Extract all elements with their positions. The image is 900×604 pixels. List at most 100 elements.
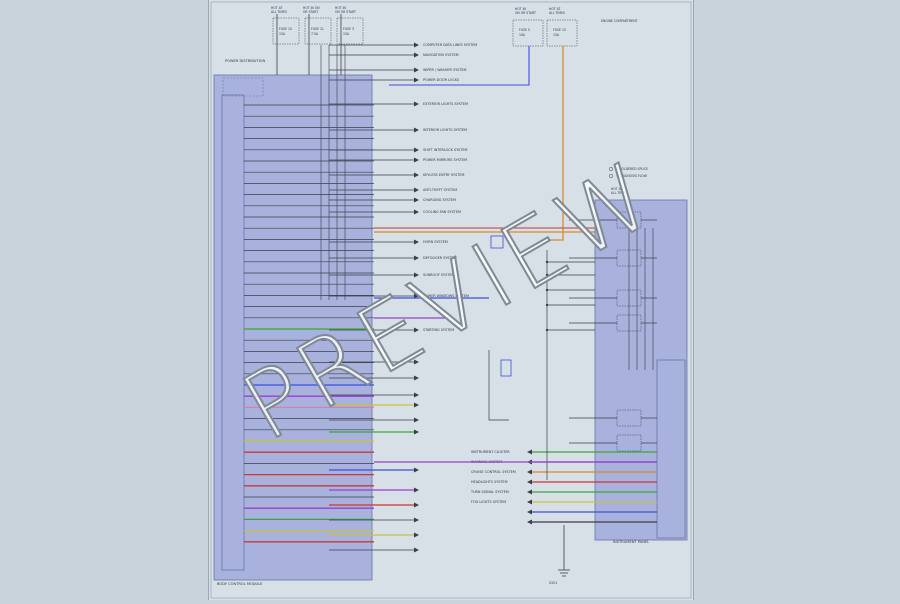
legend-marker xyxy=(608,173,614,179)
destination-arrow xyxy=(414,127,419,133)
destination-arrow xyxy=(414,517,419,523)
panel-output-arrow xyxy=(527,479,532,485)
right-fuse-sub: ON OR START xyxy=(515,11,536,15)
fuse-block-box xyxy=(336,17,364,45)
fuse-block-box xyxy=(304,17,332,45)
destination-arrow xyxy=(414,77,419,83)
destination-arrow xyxy=(414,239,419,245)
fuse-amps: 15A xyxy=(279,32,286,36)
right-destination-label: INSTRUMENT CLUSTER xyxy=(471,450,510,454)
right-fuse-sub: ALL TIMES xyxy=(549,11,565,15)
wiring-diagram-sheet: POWER DISTRIBUTION BODY CONTROL MODULE HOT… xyxy=(208,0,694,600)
legend-label: = SOLDERED SPLICE xyxy=(616,167,648,171)
right-destination-label: TURN SIGNAL SYSTEM xyxy=(470,490,509,494)
destination-arrow xyxy=(414,429,419,435)
destination-label: POWER DOOR LOCKS xyxy=(423,78,459,82)
legend-marker xyxy=(608,166,614,172)
destination-label: INTERIOR LIGHTS SYSTEM xyxy=(423,128,467,132)
right-connector-strip xyxy=(656,359,686,539)
destination-arrow xyxy=(414,172,419,178)
panel-output-arrow xyxy=(527,509,532,515)
destination-arrow xyxy=(414,359,419,365)
destination-arrow xyxy=(414,67,419,73)
destination-arrow xyxy=(414,293,419,299)
destination-arrow xyxy=(414,187,419,193)
right-fuse-title: HOT IN xyxy=(515,7,527,11)
destination-arrow xyxy=(414,502,419,508)
destination-label: ANTI-THEFT SYSTEM xyxy=(423,188,457,192)
fuse-block-title: HOT IN ON xyxy=(303,6,320,10)
right-destination-label: FOG LIGHTS SYSTEM xyxy=(471,500,506,504)
destination-label: POWER MIRRORS SYSTEM xyxy=(423,158,467,162)
sheet-border xyxy=(210,1,692,599)
right-module-bottom-label: INSTRUMENT PANEL xyxy=(613,540,649,544)
destination-arrow xyxy=(414,327,419,333)
destination-arrow xyxy=(414,547,419,553)
destination-arrow xyxy=(414,157,419,163)
destination-label: COMPUTER DATA LINES SYSTEM xyxy=(423,43,477,47)
switch-wire xyxy=(488,350,509,421)
destination-arrow xyxy=(414,52,419,58)
destination-label: CHARGING SYSTEM xyxy=(423,198,456,202)
panel-output-arrow xyxy=(527,449,532,455)
wiring-diagram: POWER DISTRIBUTION BODY CONTROL MODULE HOT… xyxy=(210,1,692,599)
right-fuse-amps: 10A xyxy=(519,33,526,37)
relay-box xyxy=(490,235,504,249)
orange-feed-wire xyxy=(549,46,564,241)
destination-arrow xyxy=(414,487,419,493)
fuse-block-sub: ON OR START xyxy=(335,10,356,14)
destination-arrow xyxy=(414,101,419,107)
right-fuse-title: HOT AT xyxy=(549,7,561,11)
blue-feed-wire xyxy=(389,46,530,86)
top-right-box-label: ENGINE COMPARTMENT xyxy=(601,19,638,23)
fuse-block-title: HOT AT xyxy=(271,6,283,10)
destination-label: STARTING SYSTEM xyxy=(423,328,454,332)
destination-label: SUNROOF SYSTEM xyxy=(423,273,454,277)
left-module-header xyxy=(222,77,264,97)
fuse-label: FUSE 11 xyxy=(311,27,324,31)
destination-arrow xyxy=(414,147,419,153)
right-destination-label: HEADLIGHTS SYSTEM xyxy=(471,480,508,484)
panel-output-arrow xyxy=(527,519,532,525)
destination-arrow xyxy=(414,417,419,423)
fuse-block-sub: ALL TIMES xyxy=(271,10,287,14)
left-module-bottom-label: BODY CONTROL MODULE xyxy=(217,582,263,586)
panel-output-arrow xyxy=(527,469,532,475)
fuse-amps: 15A xyxy=(343,32,350,36)
right-fuse-box xyxy=(546,19,578,47)
destination-arrow xyxy=(414,467,419,473)
switch-box xyxy=(500,359,512,377)
destination-arrow xyxy=(414,209,419,215)
destination-label: WIPER / WASHER SYSTEM xyxy=(423,68,467,72)
destination-label: KEYLESS ENTRY SYSTEM xyxy=(423,173,464,177)
right-fuse-box xyxy=(512,19,544,47)
destination-arrow xyxy=(414,42,419,48)
fuse-block-sub: OR START xyxy=(303,10,318,14)
destination-arrow xyxy=(414,402,419,408)
fuse-label: FUSE 3 xyxy=(343,27,354,31)
destination-label: HORN SYSTEM xyxy=(423,240,448,244)
destination-arrow xyxy=(414,375,419,381)
panel-output-arrow xyxy=(527,499,532,505)
destination-label: POWER WINDOWS SYSTEM xyxy=(423,294,469,298)
right-fuse-label: FUSE 15 xyxy=(553,28,566,32)
right-fuse-amps: 15A xyxy=(553,33,560,37)
left-module-label: POWER DISTRIBUTION xyxy=(225,59,265,63)
destination-label: DEFOGGER SYSTEM xyxy=(423,256,457,260)
destination-label: NAVIGATION SYSTEM xyxy=(423,53,459,57)
right-fuse-label: FUSE 5 xyxy=(519,28,530,32)
destination-arrow xyxy=(414,197,419,203)
destination-label: SHIFT INTERLOCK SYSTEM xyxy=(423,148,468,152)
destination-arrow xyxy=(414,255,419,261)
ground-label: G201 xyxy=(549,581,557,585)
right-module-block-sub: ALL TIMES xyxy=(611,191,627,195)
destination-arrow xyxy=(414,272,419,278)
fuse-block-box xyxy=(272,17,300,45)
right-module-block-title: HOT AT xyxy=(611,187,623,191)
destination-label: COOLING FAN SYSTEM xyxy=(423,210,461,214)
right-destination-label: CRUISE CONTROL SYSTEM xyxy=(471,470,516,474)
fuse-amps: 7.5A xyxy=(311,32,319,36)
destination-arrow xyxy=(414,392,419,398)
panel-output-arrow xyxy=(527,489,532,495)
